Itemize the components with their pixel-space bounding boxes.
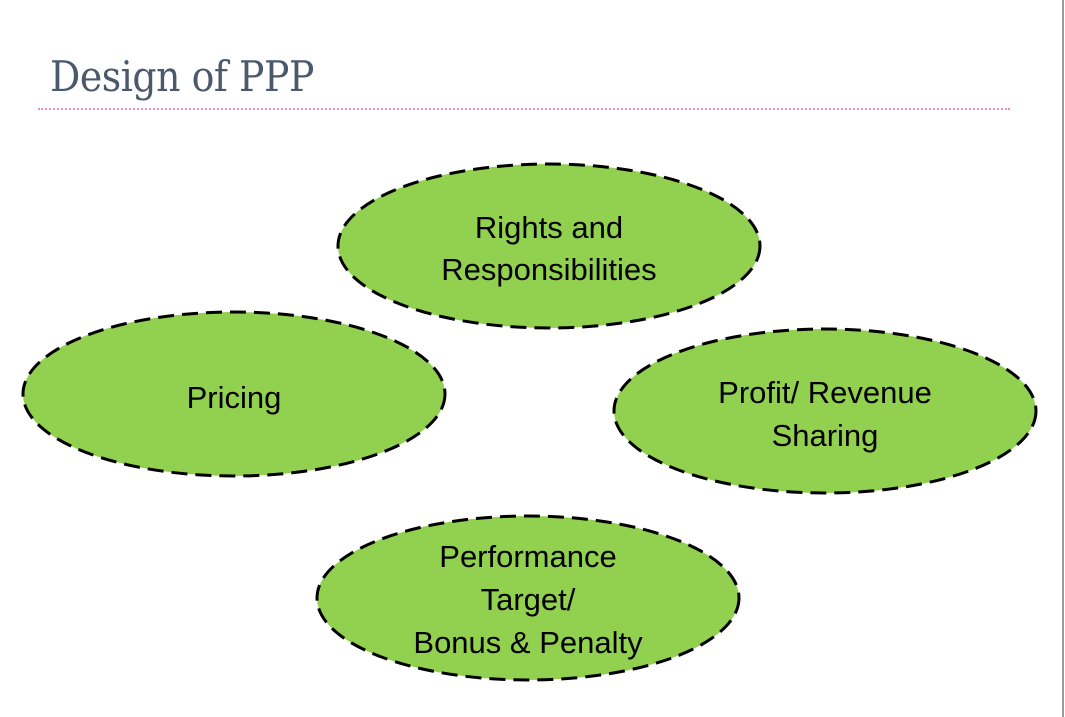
node-ellipse	[612, 327, 1038, 495]
node-label: Pricing	[187, 380, 282, 415]
node-rights: Rights and Responsibilities	[336, 162, 762, 330]
node-label: Responsibilities	[441, 252, 656, 287]
node-pricing: Pricing	[21, 310, 447, 478]
node-label: Performance	[439, 539, 616, 574]
node-label: Target/	[481, 582, 576, 617]
slide-title: Design of PPP	[50, 52, 314, 101]
node-label: Sharing	[772, 418, 879, 453]
node-ellipse	[21, 310, 447, 478]
node-profit: Profit/ Revenue Sharing	[612, 327, 1038, 495]
node-label: Bonus & Penalty	[413, 625, 643, 660]
node-performance: Performance Target/ Bonus & Penalty	[315, 514, 741, 682]
title-divider	[38, 108, 1010, 110]
node-ellipse	[315, 514, 741, 682]
node-ellipse	[336, 162, 762, 330]
node-label: Profit/ Revenue	[718, 375, 932, 410]
slide-edge	[1062, 0, 1064, 717]
node-label: Rights and	[475, 210, 623, 245]
